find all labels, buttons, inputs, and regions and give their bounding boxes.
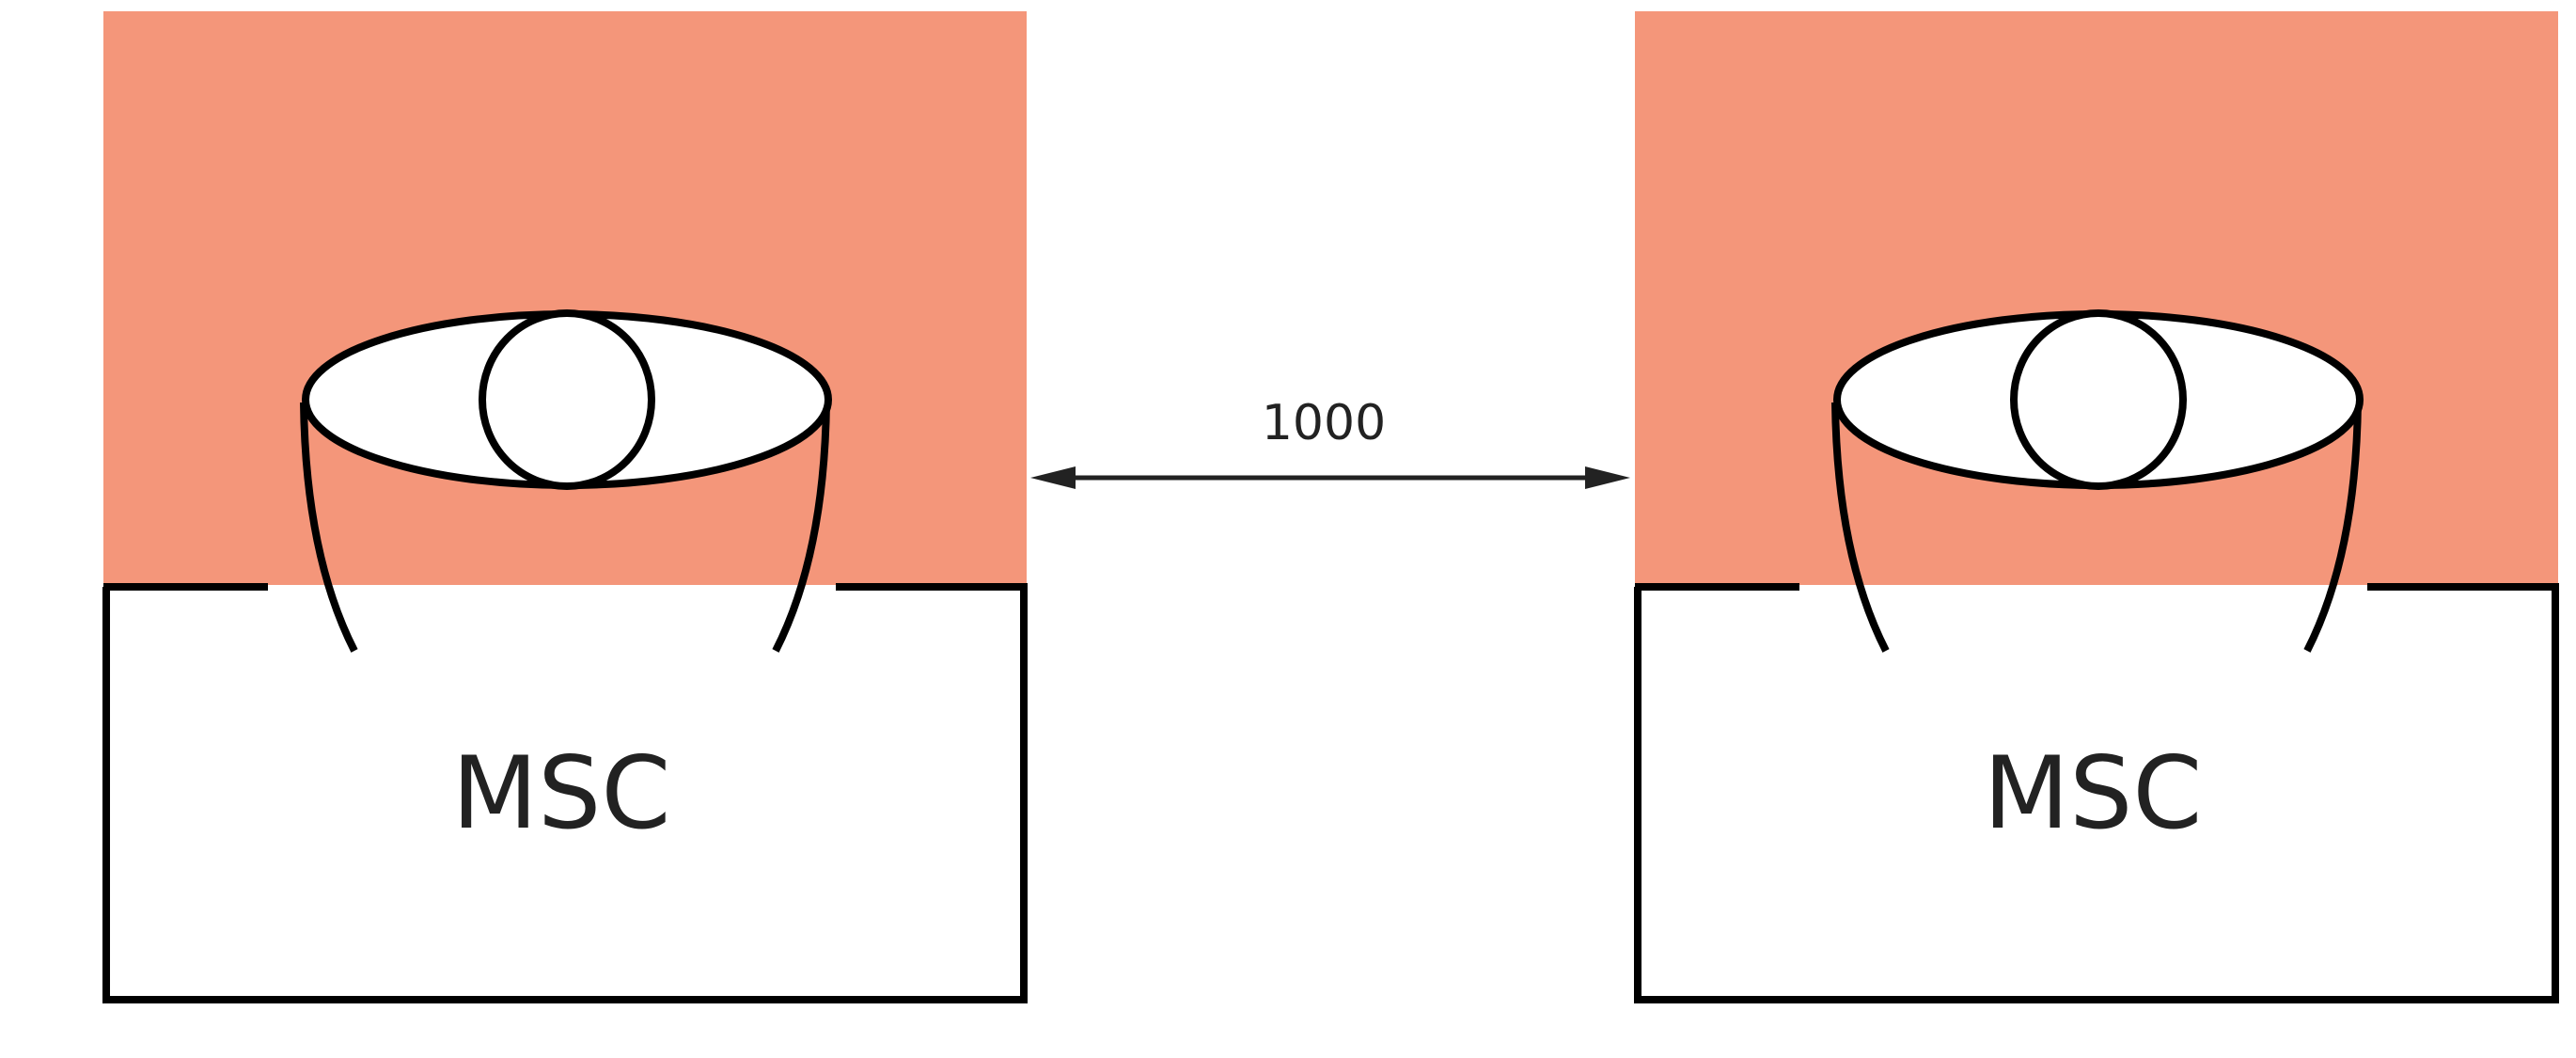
eye-icon — [103, 11, 1027, 1000]
right-msc-unit: MSC — [1635, 11, 2558, 1000]
distance-label: 1000 — [1262, 395, 1386, 451]
left-msc-unit: MSC — [103, 11, 1027, 1000]
double-arrow-icon — [1030, 466, 1630, 489]
distance-dimension: 1000 — [1030, 395, 1630, 489]
eye-icon — [1635, 11, 2558, 1000]
left-msc-label: MSC — [452, 735, 671, 851]
right-msc-label: MSC — [1984, 735, 2203, 851]
